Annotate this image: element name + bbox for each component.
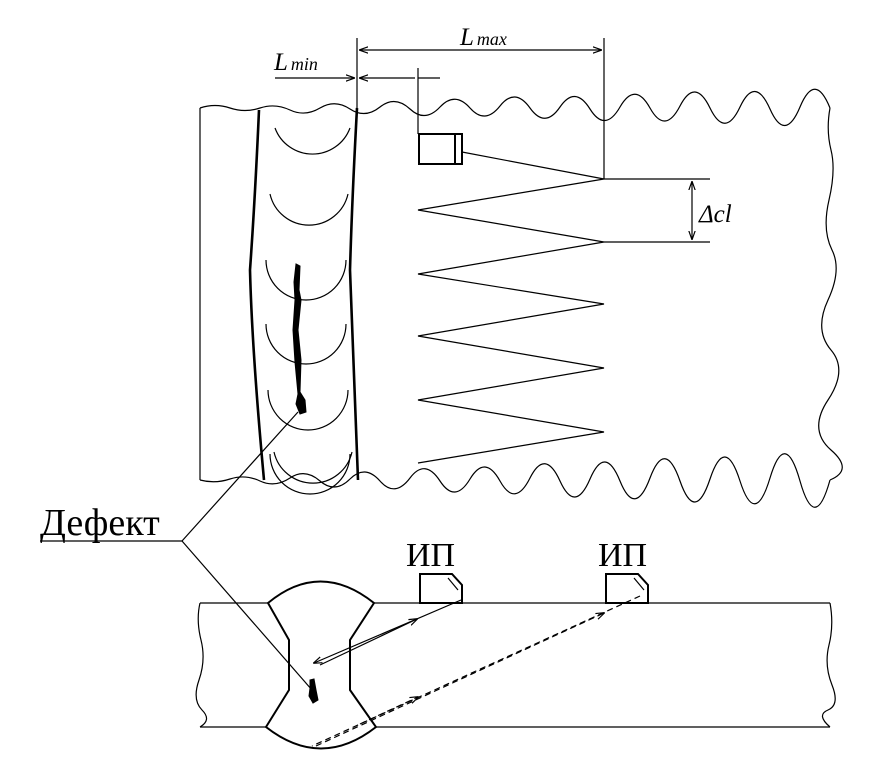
weld-seam-left-boundary [248, 109, 266, 481]
plate-top-edge [199, 88, 831, 127]
section-left-break [195, 602, 208, 728]
weld-ripples [265, 127, 353, 495]
defect-crack-plan [292, 263, 307, 415]
probe-section-1 [419, 573, 463, 604]
plate-right-edge [818, 107, 843, 481]
scan-path [417, 151, 605, 464]
direct-beam [314, 599, 462, 666]
defect-callout: Дефект [40, 411, 313, 691]
l-max-dimension [356, 38, 605, 179]
section-view: ИП ИП [195, 537, 836, 750]
defect-section [308, 678, 319, 704]
reflected-beam [311, 595, 641, 747]
probe-section-2 [605, 573, 649, 604]
probe-label-2: ИП [598, 537, 647, 574]
section-right-break [821, 602, 836, 728]
weld-seam-right-boundary [348, 107, 360, 481]
delta-cl-label: Δcl [698, 201, 732, 228]
l-min-dimension [275, 68, 440, 134]
defect-label: Дефект [40, 502, 160, 544]
probe-label-1: ИП [406, 537, 455, 574]
delta-cl-dimension [604, 178, 710, 243]
plate-bottom-edge [199, 453, 831, 508]
weld-bead-section [264, 580, 378, 750]
probe-plan [418, 133, 463, 165]
